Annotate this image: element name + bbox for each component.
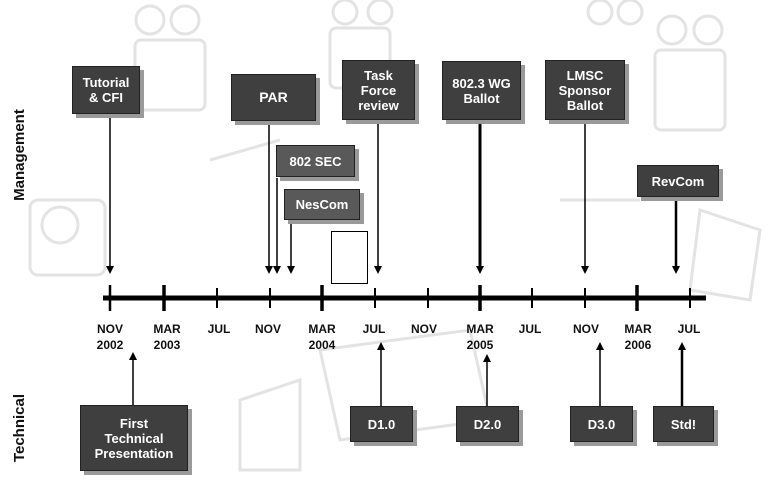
month-text: NOV bbox=[399, 321, 449, 337]
sec-box: 802 SEC bbox=[276, 145, 355, 177]
month-label-mar-2005: MAR 2005 bbox=[455, 321, 505, 353]
month-label-nov-2002: NOV 2002 bbox=[85, 321, 135, 353]
month-label-jul-2006: JUL bbox=[664, 321, 714, 337]
month-label-mar-2003: MAR 2003 bbox=[142, 321, 192, 353]
month-text: NOV bbox=[85, 321, 135, 337]
year-text: 2003 bbox=[142, 337, 192, 353]
management-arrows bbox=[110, 114, 676, 270]
month-label-mar-2006: MAR 2006 bbox=[613, 321, 663, 353]
month-label-jul-2005: JUL bbox=[505, 321, 555, 337]
month-label-nov-2004: NOV bbox=[399, 321, 449, 337]
month-label-nov-2005: NOV bbox=[561, 321, 611, 337]
d2-box: D2.0 bbox=[456, 406, 519, 442]
month-text: JUL bbox=[505, 321, 555, 337]
task-force-review-box: Task Force review bbox=[342, 60, 415, 120]
month-label-nov-2003: NOV bbox=[243, 321, 293, 337]
wg-ballot-box: 802.3 WG Ballot bbox=[442, 61, 521, 120]
technical-arrows bbox=[133, 346, 682, 406]
revcom-box: RevCom bbox=[637, 165, 719, 197]
empty-box bbox=[331, 231, 368, 284]
tutorial-cfi-box: Tutorial & CFI bbox=[72, 66, 140, 114]
month-text: MAR bbox=[455, 321, 505, 337]
year-text: 2002 bbox=[85, 337, 135, 353]
month-text: NOV bbox=[561, 321, 611, 337]
d3-box: D3.0 bbox=[570, 406, 633, 442]
sponsor-ballot-box: LMSC Sponsor Ballot bbox=[545, 60, 625, 120]
month-label-mar-2004: MAR 2004 bbox=[297, 321, 347, 353]
year-text: 2005 bbox=[455, 337, 505, 353]
month-text: MAR bbox=[142, 321, 192, 337]
month-text: MAR bbox=[297, 321, 347, 337]
month-text: MAR bbox=[613, 321, 663, 337]
month-text: NOV bbox=[243, 321, 293, 337]
month-text: JUL bbox=[664, 321, 714, 337]
month-label-jul-2004: JUL bbox=[349, 321, 399, 337]
month-label-jul-2003: JUL bbox=[194, 321, 244, 337]
month-text: JUL bbox=[349, 321, 399, 337]
nescom-box: NesCom bbox=[284, 189, 360, 220]
first-technical-presentation-box: First Technical Presentation bbox=[80, 405, 188, 471]
year-text: 2006 bbox=[613, 337, 663, 353]
d1-box: D1.0 bbox=[350, 406, 413, 442]
par-box: PAR bbox=[231, 74, 316, 121]
year-text: 2004 bbox=[297, 337, 347, 353]
std-box: Std! bbox=[653, 406, 714, 442]
month-text: JUL bbox=[194, 321, 244, 337]
